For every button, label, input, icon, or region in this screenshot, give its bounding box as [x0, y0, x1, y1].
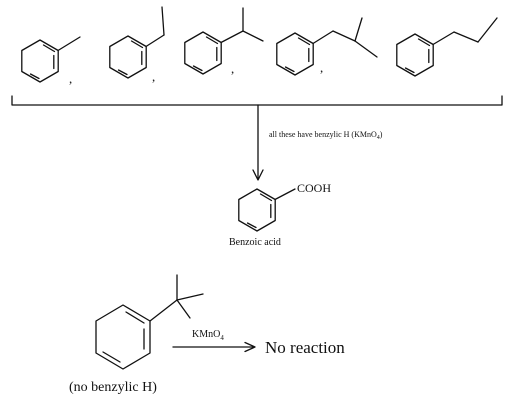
no-benzylic-h-label: (no benzylic H): [69, 380, 157, 395]
propylbenzene-structure: [396, 17, 498, 77]
separator-2: ,: [152, 69, 155, 84]
separator-1: ,: [69, 71, 72, 86]
tert-butylbenzene-structure: [95, 274, 204, 370]
ethylbenzene-structure: [109, 6, 165, 79]
reaction-arrow-down: [252, 104, 264, 181]
isobutylbenzene-structure: [276, 17, 378, 76]
no-reaction-label: No reaction: [265, 338, 345, 357]
reaction-arrow-right: [172, 341, 256, 353]
toluene-structure: [21, 36, 81, 83]
cooh-label: COOH: [297, 181, 331, 195]
grouping-bracket: [11, 95, 503, 106]
benzylic-h-note: all these have benzylic H (KMnO4): [269, 130, 383, 141]
separator-3: ,: [231, 61, 234, 76]
benzoic-acid-label: Benzoic acid: [229, 237, 281, 248]
benzoic-acid-structure: [238, 188, 296, 232]
separator-4: ,: [320, 60, 323, 75]
kmno4-reagent-label: KMnO4: [192, 329, 224, 342]
isopropylbenzene-structure: [184, 7, 264, 75]
